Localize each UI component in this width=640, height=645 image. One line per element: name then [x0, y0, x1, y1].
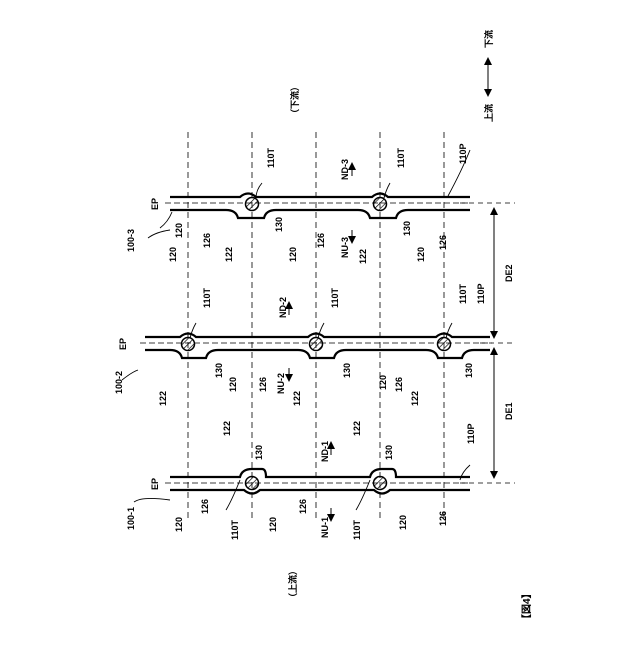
part-label: 120 — [174, 517, 184, 532]
hinge-label: 110T — [266, 147, 276, 168]
belt-lower-edge — [170, 210, 470, 218]
part-label: 130 — [384, 445, 394, 460]
part-label: 122 — [222, 421, 232, 436]
dim-label-de1: DE1 — [504, 402, 514, 420]
part-label: 126 — [202, 233, 212, 248]
ep-label: EP — [118, 338, 128, 350]
nd-label: ND-1 — [320, 441, 330, 462]
hinge-pin-icon — [182, 338, 195, 351]
part-label: 130 — [274, 217, 284, 232]
part-label: 130 — [214, 363, 224, 378]
hinge-pin-icon — [310, 338, 323, 351]
part-label: 120 — [268, 517, 278, 532]
ep-label: EP — [150, 478, 160, 490]
hinge-label: 110T — [396, 147, 406, 168]
part-label: 130 — [254, 445, 264, 460]
part-label: 126 — [438, 511, 448, 526]
part-label: 120 — [288, 247, 298, 262]
belt-upper-edge — [145, 334, 490, 338]
part-label: 120 — [168, 247, 178, 262]
part-label: 120 — [398, 515, 408, 530]
part-label: 130 — [402, 221, 412, 236]
hinge-label: 110T — [230, 519, 240, 540]
guide-lines — [188, 132, 444, 518]
end-label: 110P — [466, 423, 476, 444]
leader-lines — [122, 150, 470, 510]
hinge-pin-icon — [246, 198, 259, 211]
part-label: 130 — [464, 363, 474, 378]
part-label: 120 — [228, 377, 238, 392]
belt-id-label: 100-2 — [114, 371, 124, 394]
hinge-pin-icon — [374, 477, 387, 490]
belt-upper-edge — [170, 469, 470, 477]
ep-label: EP — [150, 198, 160, 210]
part-label: 122 — [158, 391, 168, 406]
end-label: 110P — [458, 143, 468, 164]
downstream-note: （下流） — [289, 82, 300, 118]
part-label: 126 — [200, 499, 210, 514]
belt-lower-edge — [170, 490, 470, 494]
part-label: 122 — [224, 247, 234, 262]
upstream-note: （上流） — [287, 566, 298, 602]
belt-id-label: 100-1 — [126, 507, 136, 530]
belt-100-3 — [165, 194, 470, 219]
part-label: 120 — [416, 247, 426, 262]
part-label: 122 — [352, 421, 362, 436]
labels: 【図4】 （上流） （下流） 上流 下流 100-3 100-2 100-1 E… — [114, 30, 533, 624]
part-label: 130 — [342, 363, 352, 378]
figure-label: 【図4】 — [520, 588, 533, 624]
part-label: 120 — [378, 375, 388, 390]
hinge-label: 110T — [330, 287, 340, 308]
nd-label: ND-3 — [340, 159, 350, 180]
dim-label-de2: DE2 — [504, 264, 514, 282]
nd-label: ND-2 — [278, 297, 288, 318]
flow-upstream-label: 上流 — [483, 104, 494, 122]
belt-100-1 — [165, 469, 470, 494]
nu-label: NU-1 — [320, 517, 330, 538]
part-label: 126 — [258, 377, 268, 392]
part-label: 126 — [438, 235, 448, 250]
part-label: 120 — [174, 223, 184, 238]
hinge-pin-icon — [246, 477, 259, 490]
belt-id-label: 100-3 — [126, 229, 136, 252]
hinge-label: 110T — [202, 287, 212, 308]
part-label: 126 — [394, 377, 404, 392]
part-label: 122 — [292, 391, 302, 406]
hinge-pin-icon — [374, 198, 387, 211]
hinge-pin-icon — [438, 338, 451, 351]
part-label: 122 — [358, 249, 368, 264]
end-label: 110P — [476, 283, 486, 304]
nu-label: NU-2 — [276, 373, 286, 394]
part-label: 126 — [298, 499, 308, 514]
hinge-label: 110T — [458, 283, 468, 304]
flow-downstream-label: 下流 — [483, 30, 494, 48]
part-label: 126 — [316, 233, 326, 248]
part-label: 122 — [410, 391, 420, 406]
nu-label: NU-3 — [340, 237, 350, 258]
belt-lower-edge — [145, 350, 490, 358]
hinge-label: 110T — [352, 519, 362, 540]
belt-upper-edge — [170, 194, 470, 198]
